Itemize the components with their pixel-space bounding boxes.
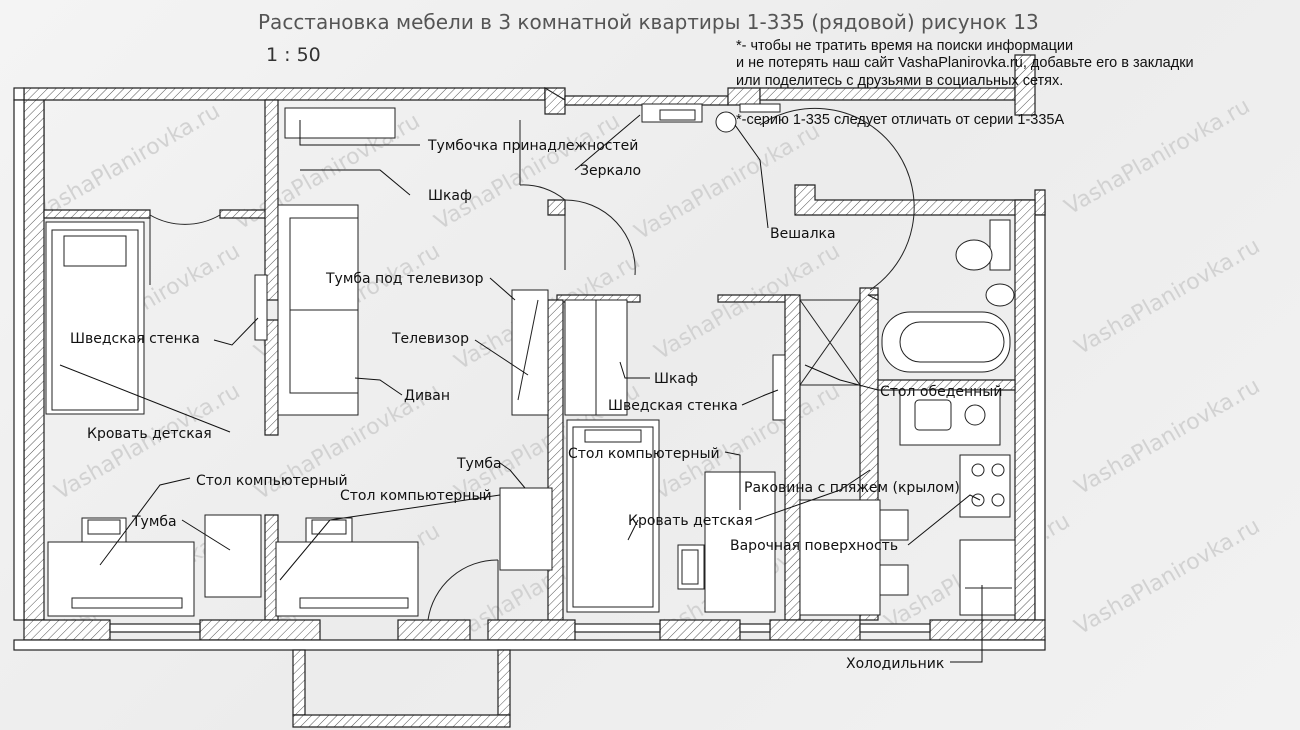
cooktop: [959, 454, 1011, 518]
toilet-tank: [989, 219, 1011, 271]
tumba-1: [204, 514, 262, 598]
bookmark-note: *- чтобы не тратить время на поиски инфо…: [736, 38, 1194, 90]
toilet: [955, 239, 993, 271]
label-rakovina: Раковина с пляжем (крылом): [744, 480, 960, 496]
label-veshalka: Вешалка: [770, 226, 836, 242]
sink: [985, 283, 1015, 307]
label-shkaf-1: Шкаф: [428, 188, 472, 204]
doors: [149, 107, 915, 621]
page-title: Расстановка мебели в 3 комнатной квартир…: [258, 10, 1039, 34]
label-stol-komp-2: Стол компьютерный: [568, 446, 720, 462]
furniture: [45, 103, 1016, 617]
fridge: [959, 539, 1016, 616]
dining-table: [799, 499, 881, 616]
label-stol-obed: Стол обеденный: [880, 384, 1002, 400]
label-tumbochka: Тумбочка принадлежностей: [427, 138, 638, 154]
label-varochnaya: Варочная поверхность: [730, 538, 898, 554]
watermark-text: VashaPlanirovka.ru: [1071, 374, 1265, 500]
watermark-text: VashaPlanirovka.ru: [1071, 514, 1265, 640]
label-shkaf-2: Шкаф: [654, 371, 698, 387]
label-stol-komp-3: Стол компьютерный: [340, 488, 492, 504]
scale-label: 1 : 50: [266, 44, 321, 66]
labels: Тумбочка принадлежностей Зеркало Шкаф Ве…: [70, 138, 1002, 672]
label-divan: Диван: [404, 388, 450, 404]
watermark-text: VashaPlanirovka.ru: [1071, 234, 1265, 360]
label-krovat-2: Кровать детская: [628, 513, 753, 529]
tumba-2: [499, 487, 553, 571]
label-krovat-1: Кровать детская: [87, 426, 212, 442]
walls: [13, 54, 1046, 728]
label-shved-1: Шведская стенка: [70, 331, 200, 347]
swedish-wall-2: [772, 354, 786, 421]
watermark-text: VashaPlanirovka.ru: [1061, 94, 1255, 220]
wardrobe-1: [284, 107, 396, 139]
swedish-wall-1: [254, 274, 268, 341]
label-zerkalo: Зеркало: [580, 163, 641, 179]
note-line-2: и не потерять наш сайт VashaPlanirovka.r…: [736, 55, 1194, 72]
leader-lines: [59, 114, 983, 663]
tv-stand: [511, 289, 549, 416]
label-holodilnik: Холодильник: [846, 656, 944, 672]
note-line-1: *- чтобы не тратить время на поиски инфо…: [736, 38, 1074, 54]
note-line-3: или поделитесь с друзьями в социальных с…: [736, 72, 1064, 89]
series-note: *-серию 1-335 следует отличать от серии …: [736, 112, 1065, 128]
coat-hanger: [715, 111, 737, 133]
label-tumba-tv: Тумба под телевизор: [325, 271, 484, 287]
label-tumba-2: Тумба: [131, 514, 177, 530]
label-tumba-1: Тумба: [456, 456, 502, 472]
watermark-text: VashaPlanirovka.ru: [31, 99, 225, 225]
label-stol-komp-1: Стол компьютерный: [196, 473, 348, 489]
label-shved-2: Шведская стенка: [608, 398, 738, 414]
label-televizor: Телевизор: [391, 331, 469, 347]
